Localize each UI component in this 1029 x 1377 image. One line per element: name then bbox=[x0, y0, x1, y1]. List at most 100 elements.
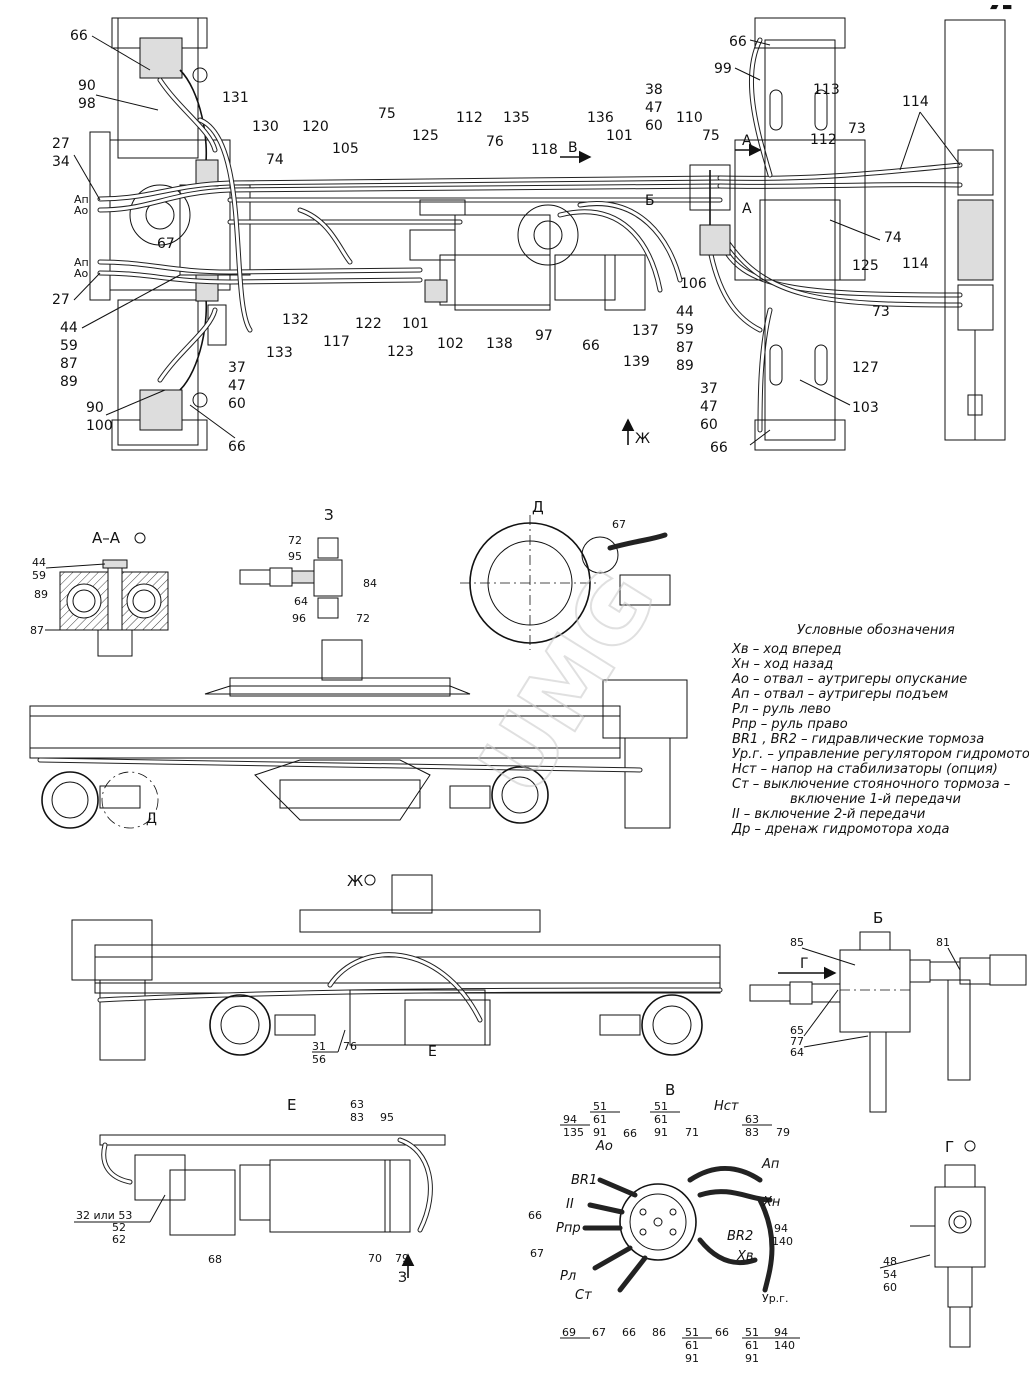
legend-item: Ао – отвал – аутригеры опускание bbox=[731, 672, 967, 687]
callout: 87 bbox=[676, 340, 694, 356]
callout: 91 bbox=[654, 1126, 668, 1139]
legend-item: BR1 , BR2 – гидравлические тормоза bbox=[732, 732, 984, 747]
callout: 89 bbox=[34, 588, 48, 601]
callout: 59 bbox=[32, 569, 46, 582]
callout: 114 bbox=[902, 94, 929, 110]
port-label: Хн bbox=[762, 1195, 781, 1210]
callout: 112 bbox=[456, 110, 483, 126]
view-e-title: Е bbox=[287, 1096, 296, 1114]
legend-item: Др – дренаж гидромотора хода bbox=[731, 822, 949, 837]
callout: 67 bbox=[157, 236, 175, 252]
callout: 51 bbox=[745, 1326, 759, 1339]
callout: 103 bbox=[852, 400, 879, 416]
callout: 105 bbox=[332, 141, 359, 157]
view-b-title: Б bbox=[873, 909, 883, 927]
callout: 65 bbox=[790, 1024, 804, 1037]
view-e-label: Е bbox=[428, 1044, 437, 1060]
callout: 72 bbox=[356, 612, 370, 625]
section-a-label-top: А bbox=[742, 133, 752, 149]
callout: 135 bbox=[503, 110, 530, 126]
callout: 60 bbox=[228, 396, 246, 412]
port-label: Ст bbox=[575, 1288, 592, 1303]
callout: 91 bbox=[685, 1352, 699, 1365]
callout: 85 bbox=[790, 936, 804, 949]
callout: 51 bbox=[685, 1326, 699, 1339]
view-v: В Ао Нст Ап BR1 II Хн Рпр BR2 Хв Рл Ст У… bbox=[528, 1081, 800, 1365]
callout: 64 bbox=[790, 1046, 804, 1059]
callout: 74 bbox=[884, 230, 902, 246]
callout: 62 bbox=[112, 1233, 126, 1246]
callout: 125 bbox=[412, 128, 439, 144]
view-z: З 72 95 84 64 96 72 bbox=[239, 506, 377, 625]
callout: 90 bbox=[78, 78, 96, 94]
port-label: II bbox=[566, 1197, 574, 1212]
callout: 51 bbox=[593, 1100, 607, 1113]
legend-item: Ст – выключение стояночного тормоза – bbox=[732, 777, 1010, 792]
callout: 136 bbox=[587, 110, 614, 126]
right-axle bbox=[689, 17, 866, 451]
callout: 130 bbox=[252, 119, 279, 135]
legend-item: Рпр – руль право bbox=[732, 717, 848, 732]
callout: 131 bbox=[222, 90, 249, 106]
port-label-ao-2: Ао bbox=[74, 267, 89, 280]
callout: 138 bbox=[486, 336, 513, 352]
hose-bundle-top bbox=[97, 37, 963, 433]
callout: 127 bbox=[852, 360, 879, 376]
callout: 87 bbox=[60, 356, 78, 372]
callout: 84 bbox=[363, 577, 377, 590]
callout: 83 bbox=[350, 1111, 364, 1124]
callout: 38 bbox=[645, 82, 663, 98]
callout: 125 bbox=[852, 258, 879, 274]
callout: 47 bbox=[700, 399, 718, 415]
callout: 112 bbox=[810, 132, 837, 148]
main-top-view: Ап Ао Ап Ао bbox=[52, 17, 1006, 456]
callout: 81 bbox=[936, 936, 950, 949]
callout: 94 bbox=[563, 1113, 577, 1126]
callout: 44 bbox=[60, 320, 78, 336]
callout: 70 bbox=[368, 1252, 382, 1265]
callout: 96 bbox=[292, 612, 306, 625]
callout: 71 bbox=[685, 1126, 699, 1139]
view-v-title: В bbox=[665, 1081, 675, 1099]
callout: 31 bbox=[312, 1040, 326, 1053]
legend: Условные обозначения Хв – ход вперед Хн … bbox=[731, 623, 1029, 837]
callout: 79 bbox=[776, 1126, 790, 1139]
callout: 61 bbox=[593, 1113, 607, 1126]
callout: 122 bbox=[355, 316, 382, 332]
callout: 73 bbox=[872, 304, 890, 320]
callout: 60 bbox=[700, 417, 718, 433]
callout: 74 bbox=[266, 152, 284, 168]
callout: 139 bbox=[623, 354, 650, 370]
callout: 114 bbox=[902, 256, 929, 272]
callout: 94 bbox=[774, 1222, 788, 1235]
callout: 66 bbox=[623, 1127, 637, 1140]
section-a-label-bottom: А bbox=[742, 201, 752, 217]
callout: 66 bbox=[729, 34, 747, 50]
callout: 66 bbox=[70, 28, 88, 44]
view-zh: Ж 31 56 76 Е bbox=[71, 872, 723, 1066]
callout: 76 bbox=[343, 1040, 357, 1053]
callout: 101 bbox=[402, 316, 429, 332]
callout: 56 bbox=[312, 1053, 326, 1066]
callout: 95 bbox=[288, 550, 302, 563]
callout: 83 bbox=[745, 1126, 759, 1139]
callout: 66 bbox=[622, 1326, 636, 1339]
callout: 102 bbox=[437, 336, 464, 352]
callout: 47 bbox=[228, 378, 246, 394]
view-v-label: В bbox=[568, 140, 578, 156]
callout: 34 bbox=[52, 154, 70, 170]
legend-item: Хв – ход вперед bbox=[731, 642, 842, 657]
callout: 132 bbox=[282, 312, 309, 328]
legend-item: Рл – руль лево bbox=[732, 702, 831, 717]
callout: 66 bbox=[582, 338, 600, 354]
callout: 133 bbox=[266, 345, 293, 361]
callout: 87 bbox=[30, 624, 44, 637]
port-label: Рпр bbox=[556, 1221, 581, 1236]
callout: 91 bbox=[745, 1352, 759, 1365]
legend-item: Ап – отвал – аутригеры подъем bbox=[731, 687, 948, 702]
callout: 135 bbox=[563, 1126, 584, 1139]
port-label: Ур.г. bbox=[762, 1292, 788, 1305]
port-label-ap-2: Ап bbox=[74, 256, 89, 269]
legend-item: Нст – напор на стабилизаторы (опция) bbox=[732, 762, 998, 777]
